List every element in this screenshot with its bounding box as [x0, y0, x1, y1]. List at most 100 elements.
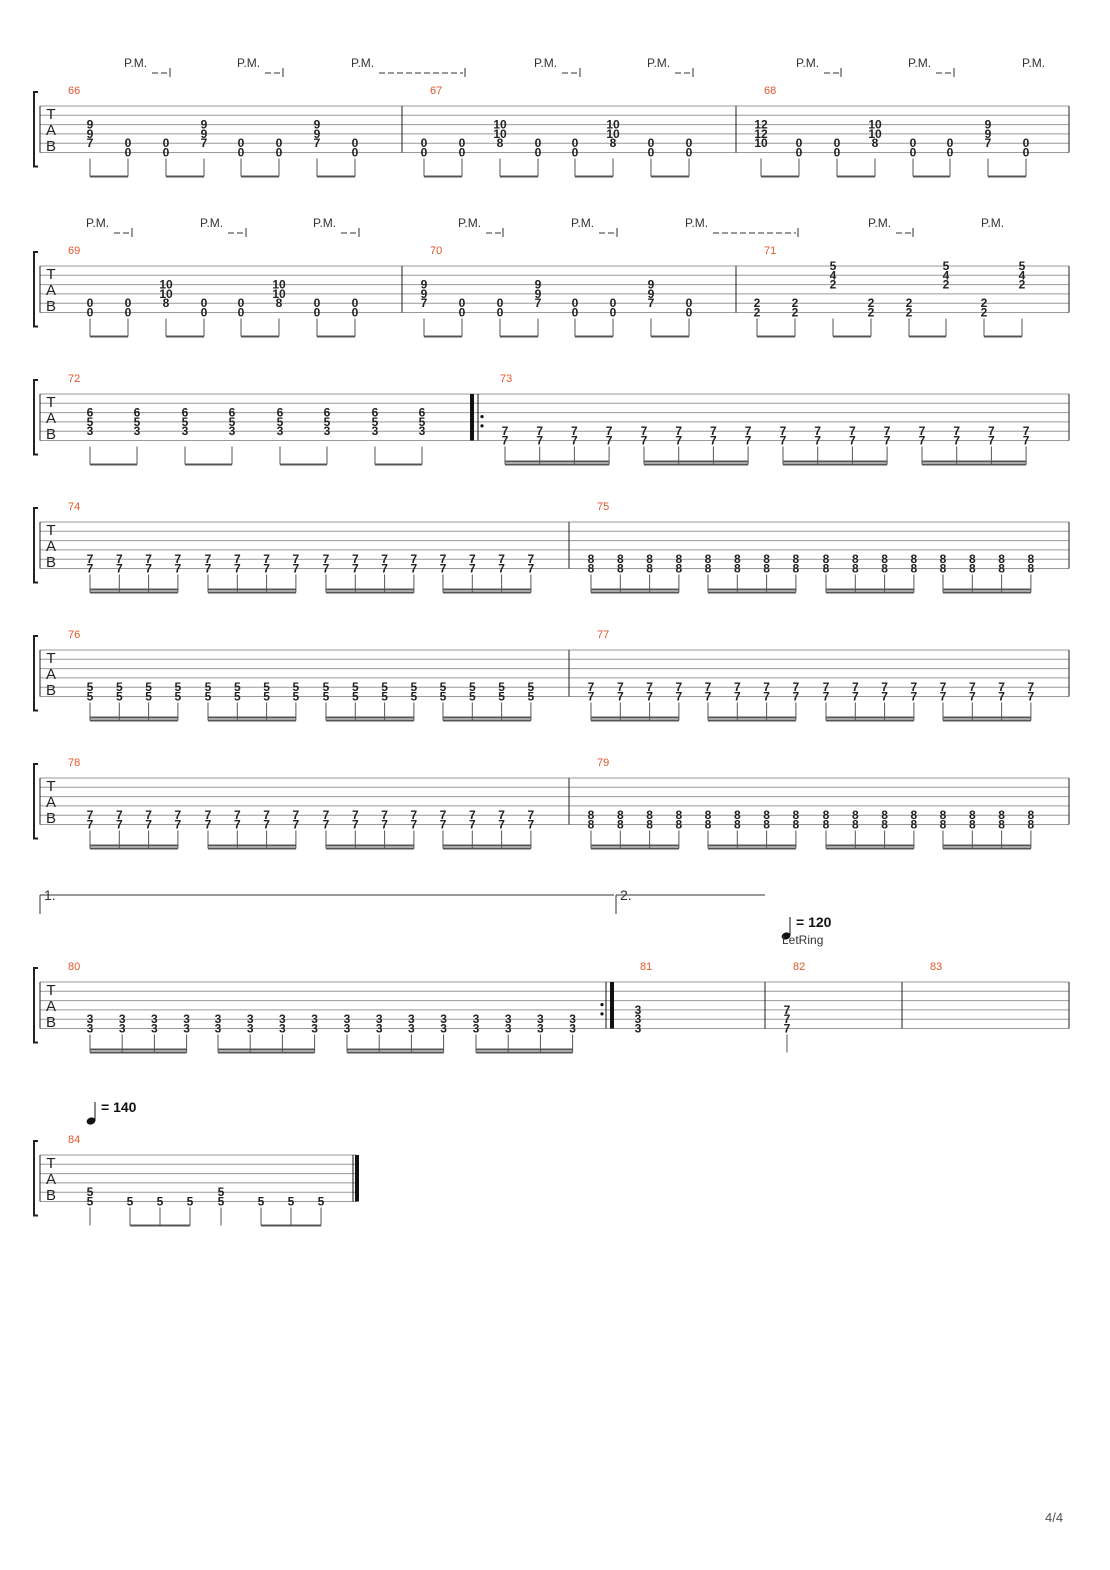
volta-1-label: 1. [44, 887, 56, 903]
fret-number: 2 [754, 306, 761, 320]
fret-number: 0 [834, 146, 841, 160]
fret-number: 8 [276, 296, 283, 310]
fret-number: 5 [323, 690, 330, 704]
fret-number: 8 [823, 808, 830, 822]
fret-number: 5 [440, 690, 447, 704]
fret-number: 9 [985, 118, 992, 132]
system-bracket [33, 379, 38, 456]
fret-number: 5 [263, 690, 270, 704]
fret-number: 12 [754, 127, 768, 141]
palm-mute-label: P.M. [647, 56, 670, 70]
fret-number: 7 [969, 690, 976, 704]
fret-number: 7 [234, 552, 241, 566]
fret-number: 4 [1019, 268, 1026, 282]
fret-number: 7 [780, 424, 787, 438]
fret-number: 8 [998, 818, 1005, 832]
fret-number: 7 [116, 818, 123, 832]
fret-number: 8 [588, 818, 595, 832]
fret-number: 3 [408, 1012, 415, 1026]
tab-clef-letter: T [46, 522, 55, 539]
fret-number: 7 [234, 808, 241, 822]
tab-staff-3: TAB7265365365365365365365365373777777777… [33, 373, 1070, 466]
fret-number: 7 [675, 424, 682, 438]
tab-clef-letter: B [46, 1187, 56, 1204]
fret-number: 7 [145, 562, 152, 576]
fret-number: 8 [163, 296, 170, 310]
fret-number: 7 [145, 552, 152, 566]
fret-number: 8 [617, 562, 624, 576]
tab-clef-letter: B [46, 682, 56, 699]
fret-number: 3 [87, 424, 94, 438]
fret-number: 8 [793, 562, 800, 576]
fret-number: 0 [572, 306, 579, 320]
fret-number: 3 [119, 1022, 126, 1036]
fret-number: 3 [372, 424, 379, 438]
fret-number: 7 [881, 690, 888, 704]
fret-number: 6 [277, 406, 284, 420]
fret-number: 7 [175, 818, 182, 832]
fret-number: 7 [528, 808, 535, 822]
fret-number: 0 [686, 146, 693, 160]
fret-number: 7 [293, 818, 300, 832]
fret-number: 5 [175, 680, 182, 694]
palm-mute-label: P.M. [458, 216, 481, 230]
fret-number: 8 [763, 552, 770, 566]
palm-mute-annotations: P.M.P.M.P.M.P.M.P.M.P.M.P.M.P.M.P.M.P.M.… [86, 56, 1045, 237]
fret-number: 0 [947, 146, 954, 160]
fret-number: 5 [234, 680, 241, 694]
palm-mute-label: P.M. [908, 56, 931, 70]
fret-number: 2 [981, 296, 988, 310]
fret-number: 10 [754, 136, 768, 150]
palm-mute-label: P.M. [237, 56, 260, 70]
fret-number: 7 [205, 808, 212, 822]
measure-number: 79 [597, 757, 609, 769]
fret-number: 10 [272, 287, 286, 301]
tab-clef-letter: B [46, 138, 56, 155]
fret-number: 5 [440, 680, 447, 694]
fret-number: 7 [263, 818, 270, 832]
fret-number: 9 [201, 127, 208, 141]
fret-number: 5 [469, 680, 476, 694]
fret-number: 7 [87, 808, 94, 822]
system-bracket [33, 763, 38, 840]
fret-number: 5 [127, 1195, 134, 1209]
tab-clef-letter: T [46, 106, 55, 123]
measure-number: 81 [640, 961, 652, 973]
measure-number: 71 [764, 245, 776, 257]
fret-number: 7 [571, 424, 578, 438]
fret-number: 0 [535, 136, 542, 150]
fret-number: 0 [535, 146, 542, 160]
fret-number: 7 [953, 424, 960, 438]
fret-number: 8 [676, 562, 683, 576]
fret-number: 0 [352, 306, 359, 320]
fret-number: 7 [469, 808, 476, 822]
fret-number: 3 [229, 424, 236, 438]
fret-number: 5 [116, 680, 123, 694]
fret-number: 6 [419, 406, 426, 420]
fret-number: 3 [569, 1012, 576, 1026]
fret-number: 0 [610, 296, 617, 310]
fret-number: 3 [311, 1012, 318, 1026]
fret-number: 0 [352, 136, 359, 150]
fret-number: 8 [588, 552, 595, 566]
fret-number: 2 [754, 296, 761, 310]
palm-mute-label: P.M. [868, 216, 891, 230]
fret-number: 3 [87, 1022, 94, 1036]
palm-mute-label: P.M. [685, 216, 708, 230]
fret-number: 7 [988, 424, 995, 438]
fret-number: 7 [641, 434, 648, 448]
fret-number: 0 [1023, 146, 1030, 160]
fret-number: 10 [493, 118, 507, 132]
fret-number: 5 [381, 680, 388, 694]
fret-number: 8 [763, 562, 770, 576]
fret-number: 0 [572, 296, 579, 310]
fret-number: 0 [238, 136, 245, 150]
fret-number: 10 [606, 127, 620, 141]
fret-number: 7 [536, 434, 543, 448]
tab-clef-letter: A [46, 282, 56, 299]
fret-number: 3 [277, 424, 284, 438]
fret-number: 7 [814, 434, 821, 448]
fret-number: 7 [784, 1022, 791, 1036]
